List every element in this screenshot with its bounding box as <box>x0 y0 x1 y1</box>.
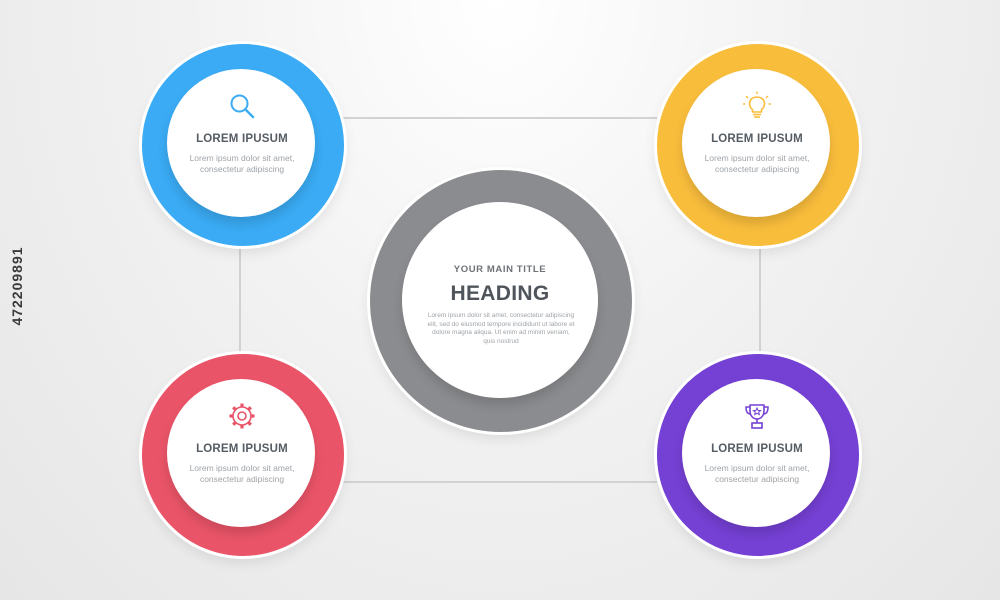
step-circle-search: LOREM IPUSUM Lorem ipsum dolor sit amet,… <box>142 44 344 246</box>
step-card: LOREM IPUSUM Lorem ipsum dolor sit amet,… <box>682 69 830 217</box>
search-icon <box>230 94 255 119</box>
step-card: LOREM IPUSUM Lorem ipsum dolor sit amet,… <box>682 379 830 527</box>
step-description: Lorem ipsum dolor sit amet, consectetur … <box>189 153 295 174</box>
main-circle: YOUR MAIN TITLE HEADING Lorem ipsum dolo… <box>370 170 632 432</box>
main-card: YOUR MAIN TITLE HEADING Lorem ipsum dolo… <box>402 202 598 398</box>
step-circle-gear: LOREM IPUSUM Lorem ipsum dolor sit amet,… <box>142 354 344 556</box>
lightbulb-icon <box>743 91 771 118</box>
step-circle-trophy: LOREM IPUSUM Lorem ipsum dolor sit amet,… <box>657 354 859 556</box>
step-title: LOREM IPUSUM <box>711 133 803 145</box>
gear-icon <box>229 403 255 429</box>
step-title: LOREM IPUSUM <box>711 443 803 455</box>
step-description: Lorem ipsum dolor sit amet, consectetur … <box>704 463 810 484</box>
step-card: LOREM IPUSUM Lorem ipsum dolor sit amet,… <box>167 379 315 527</box>
step-description: Lorem ipsum dolor sit amet, consectetur … <box>189 463 295 484</box>
step-title: LOREM IPUSUM <box>196 133 288 145</box>
main-subtitle: YOUR MAIN TITLE <box>453 264 547 275</box>
trophy-icon <box>745 404 769 429</box>
step-title: LOREM IPUSUM <box>196 443 288 455</box>
step-circle-idea: LOREM IPUSUM Lorem ipsum dolor sit amet,… <box>657 44 859 246</box>
stock-id-watermark: 472209891 <box>9 246 25 326</box>
main-heading: HEADING <box>450 282 550 305</box>
step-card: LOREM IPUSUM Lorem ipsum dolor sit amet,… <box>167 69 315 217</box>
main-description: Lorem ipsum dolor sit amet, consectetur … <box>427 312 575 345</box>
step-description: Lorem ipsum dolor sit amet, consectetur … <box>704 153 810 174</box>
